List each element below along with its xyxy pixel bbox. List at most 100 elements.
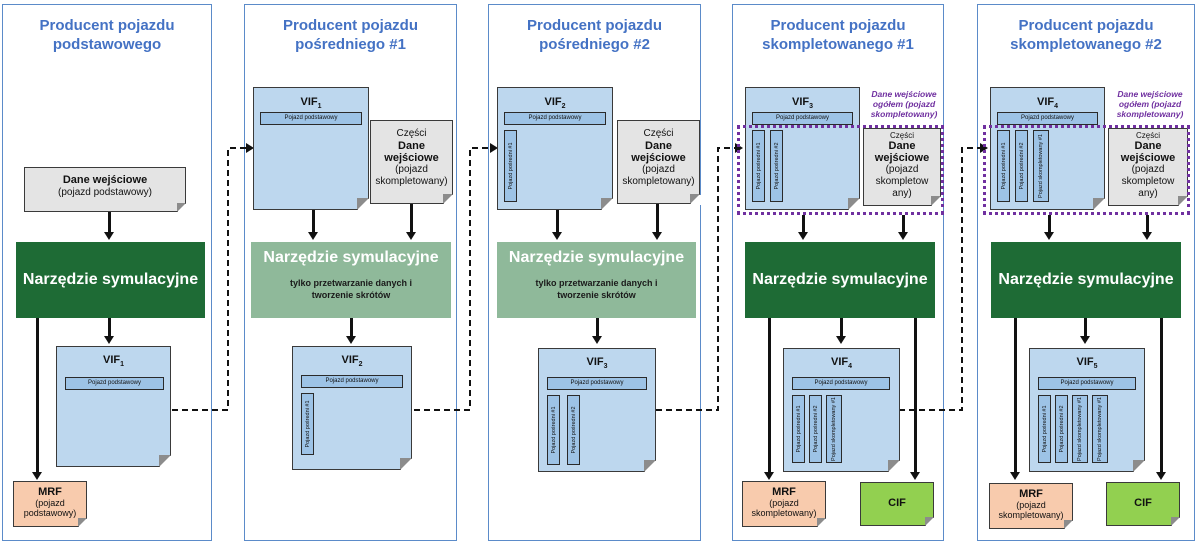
mrf-document: MRF (pojazd skompletowany) — [989, 483, 1074, 530]
flow-arrowhead — [104, 232, 114, 240]
flow-arrow — [108, 212, 111, 234]
intermediate-1-strip: Pojazd pośredni #1 — [1038, 395, 1051, 463]
flow-arrow — [312, 210, 315, 234]
simulation-tool-label: Narzędzie symulacyjne — [22, 271, 199, 288]
simulation-tool: Narzędzie symulacyjne tylko przetwarzani… — [497, 242, 696, 318]
base-vehicle-strip: Pojazd podstawowy — [752, 112, 853, 125]
mrf-label: MRF — [1019, 488, 1043, 500]
cif-label: CIF — [1134, 497, 1152, 509]
parts-sublabel: any) — [892, 188, 912, 199]
simulation-tool-label: Narzędzie symulacyjne — [263, 249, 439, 266]
vif-document: VIF4 Pojazd podstawowy Pojazd pośredni #… — [783, 348, 901, 473]
flow-arrowhead — [552, 232, 562, 240]
vif-title: VIF4 — [1036, 96, 1059, 111]
flow-arrow — [1146, 215, 1149, 234]
intermediate-2-strip: Pojazd pośredni #2 — [809, 395, 822, 463]
vif-document: VIF3 Pojazd podstawowy Pojazd pośredni #… — [538, 348, 657, 473]
parts-input-document: Części Dane wejściowe (pojazd skompletow… — [617, 120, 701, 205]
flow-arrow — [768, 318, 771, 473]
parts-input-label: Dane — [645, 140, 672, 152]
flow-arrowhead — [1044, 232, 1054, 240]
vif-document: VIF4 Pojazd podstawowy Pojazd pośredni #… — [990, 87, 1106, 211]
base-vehicle-strip: Pojazd podstawowy — [997, 112, 1098, 125]
parts-input-document: Części Dane wejściowe (pojazd skompletow… — [1108, 128, 1189, 207]
vif-title: VIF2 — [544, 96, 566, 111]
flow-arrowhead — [1080, 336, 1090, 344]
flow-arrowhead — [308, 232, 318, 240]
completed-1-strip: Pojazd skompletowany #1 — [1092, 395, 1108, 463]
base-vehicle-strip: Pojazd podstawowy — [65, 377, 164, 390]
flow-arrowhead — [652, 232, 662, 240]
completed-1-strip: Pojazd skompletowany #1 — [826, 395, 842, 463]
mrf-sublabel: skompletowany) — [751, 508, 817, 518]
flow-arrowhead — [836, 336, 846, 344]
flow-arrow — [1048, 215, 1051, 234]
parts-label: Części — [643, 128, 674, 139]
vif-title: VIF5 — [1076, 356, 1098, 371]
flow-arrow — [1160, 318, 1163, 473]
parts-label: Części — [1135, 131, 1160, 140]
intermediate-2-strip: Pojazd pośredni #2 — [770, 130, 783, 202]
mrf-document: MRF (pojazd podstawowy) — [13, 481, 88, 528]
parts-input-document: Części Dane wejściowe (pojazd skompletow… — [370, 120, 454, 205]
flow-arrow — [902, 215, 905, 234]
parts-sublabel: skompletow — [875, 176, 929, 187]
column-title: Producent pojazdu skompletowanego #2 — [1010, 17, 1162, 53]
completed-1-strip: Pojazd skompletowany #1 — [1033, 130, 1049, 202]
input-sublabel: (pojazd podstawowy) — [58, 187, 152, 198]
total-input-note: Dane wejściowe ogółem (pojazd skompletow… — [870, 89, 938, 119]
vif-title: VIF2 — [341, 354, 363, 369]
vif-document: VIF2 Pojazd podstawowy Pojazd pośredni #… — [497, 87, 614, 211]
total-input-note: Dane wejściowe ogółem (pojazd skompletow… — [1116, 89, 1184, 119]
flow-arrow — [108, 318, 111, 338]
intermediate-1-strip: Pojazd pośredni #1 — [997, 130, 1010, 202]
parts-label: Części — [889, 131, 914, 140]
cif-document: CIF — [1106, 482, 1181, 527]
completed-1-strip: Pojazd skompletowany #1 — [1072, 395, 1088, 463]
cif-document: CIF — [860, 482, 935, 527]
dashed-link — [899, 147, 980, 411]
parts-sublabel: (pojazd — [395, 164, 428, 175]
vif-document: VIF5 Pojazd podstawowy Pojazd pośredni #… — [1029, 348, 1146, 473]
dashed-link — [656, 147, 735, 411]
intermediate-2-strip: Pojazd pośredni #2 — [1055, 395, 1068, 463]
simulation-tool-sublabel: tworzenie skrótów — [311, 290, 391, 300]
flow-arrow — [596, 318, 599, 338]
column-title: Producent pojazdu skompletowanego #1 — [762, 17, 914, 53]
base-vehicle-strip: Pojazd podstawowy — [547, 377, 647, 390]
simulation-tool-label: Narzędzie symulacyjne — [508, 249, 685, 266]
vif-document: VIF3 Pojazd podstawowy Pojazd pośredni #… — [745, 87, 861, 211]
mrf-sublabel: (pojazd — [769, 498, 799, 508]
mrf-sublabel: podstawowy) — [23, 508, 77, 518]
total-input-dotted-box — [737, 125, 944, 215]
parts-input-label: wejściowe — [874, 152, 930, 164]
simulation-tool-sublabel: tylko przetwarzanie danych i — [289, 278, 413, 288]
column-title: Producent pojazdu pośredniego #2 — [527, 17, 662, 53]
flow-arrow — [350, 318, 353, 338]
base-vehicle-strip: Pojazd podstawowy — [301, 375, 403, 388]
flow-arrow — [410, 204, 413, 234]
base-vehicle-strip: Pojazd podstawowy — [792, 377, 890, 390]
parts-input-label: wejściowe — [384, 152, 439, 164]
intermediate-1-strip: Pojazd pośredni #1 — [792, 395, 805, 463]
parts-sublabel: skompletowany) — [375, 176, 448, 187]
base-vehicle-strip: Pojazd podstawowy — [504, 112, 606, 125]
mrf-document: MRF (pojazd skompletowany) — [742, 481, 827, 528]
flow-arrowhead — [798, 232, 808, 240]
base-vehicle-strip: Pojazd podstawowy — [260, 112, 362, 125]
flow-arrow — [840, 318, 843, 338]
parts-input-label: wejściowe — [631, 152, 686, 164]
mrf-sublabel: (pojazd — [1016, 500, 1046, 510]
simulation-tool-sublabel: tylko przetwarzanie danych i — [535, 278, 658, 288]
intermediate-1-strip: Pojazd pośredni #1 — [547, 395, 560, 465]
flow-arrowhead — [910, 472, 920, 480]
vif-document: VIF2 Pojazd podstawowy Pojazd pośredni #… — [292, 346, 413, 471]
flow-arrowhead — [764, 472, 774, 480]
mrf-sublabel: skompletowany) — [998, 510, 1064, 520]
simulation-tool-label: Narzędzie symulacyjne — [752, 271, 928, 288]
flow-arrowhead — [406, 232, 416, 240]
total-input-dotted-box — [983, 125, 1190, 215]
flow-arrowhead — [346, 336, 356, 344]
parts-input-label: Dane — [888, 140, 916, 152]
parts-sublabel: (pojazd — [642, 164, 675, 175]
